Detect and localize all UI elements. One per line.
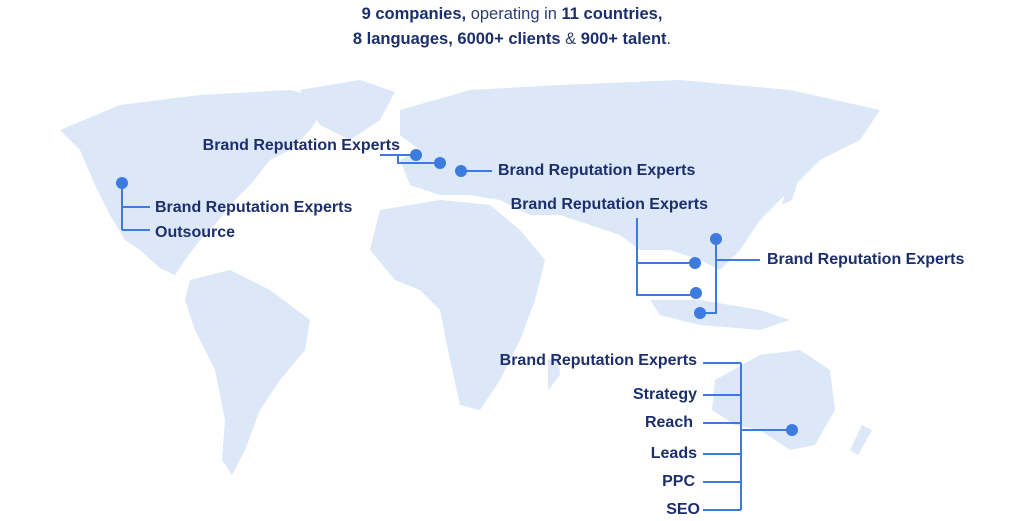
continents: [60, 80, 880, 475]
label-australia-brand: Brand Reputation Experts: [499, 352, 697, 369]
headline-line-1: 9 companies, operating in 11 countries,: [361, 5, 663, 23]
label-seo: SEO: [666, 501, 700, 518]
dot-hongkong: [710, 233, 722, 245]
japan: [782, 170, 800, 205]
greenland: [300, 80, 395, 140]
dot-thailand: [689, 257, 701, 269]
headline-line-2: 8 languages, 6000+ clients & 900+ talent…: [352, 30, 672, 48]
label-strategy: Strategy: [632, 386, 697, 403]
new-zealand: [850, 425, 872, 455]
label-east-asia: Brand Reputation Experts: [767, 251, 965, 268]
north-america: [60, 90, 330, 275]
dot-netherlands: [434, 157, 446, 169]
label-southeast-asia: Brand Reputation Experts: [510, 196, 708, 213]
europe-asia: [400, 80, 880, 270]
label-leads: Leads: [650, 445, 697, 462]
dot-usa: [116, 177, 128, 189]
dot-uk: [410, 149, 422, 161]
label-uk: Brand Reputation Experts: [202, 137, 400, 154]
headline: 9 companies, operating in 11 countries, …: [0, 2, 1024, 52]
label-usa-brand: Brand Reputation Experts: [155, 199, 353, 216]
africa: [370, 200, 545, 410]
label-ppc: PPC: [662, 473, 695, 490]
dot-europe: [455, 165, 467, 177]
dot-singapore: [694, 307, 706, 319]
label-usa-outsource: Outsource: [155, 224, 236, 241]
label-europe: Brand Reputation Experts: [498, 162, 696, 179]
dot-australia: [786, 424, 798, 436]
australia: [712, 350, 835, 450]
madagascar: [548, 355, 560, 390]
indonesia: [650, 300, 790, 330]
dot-malaysia: [690, 287, 702, 299]
south-america: [185, 270, 310, 475]
location-dots: [116, 149, 798, 436]
label-reach: Reach: [644, 414, 693, 431]
